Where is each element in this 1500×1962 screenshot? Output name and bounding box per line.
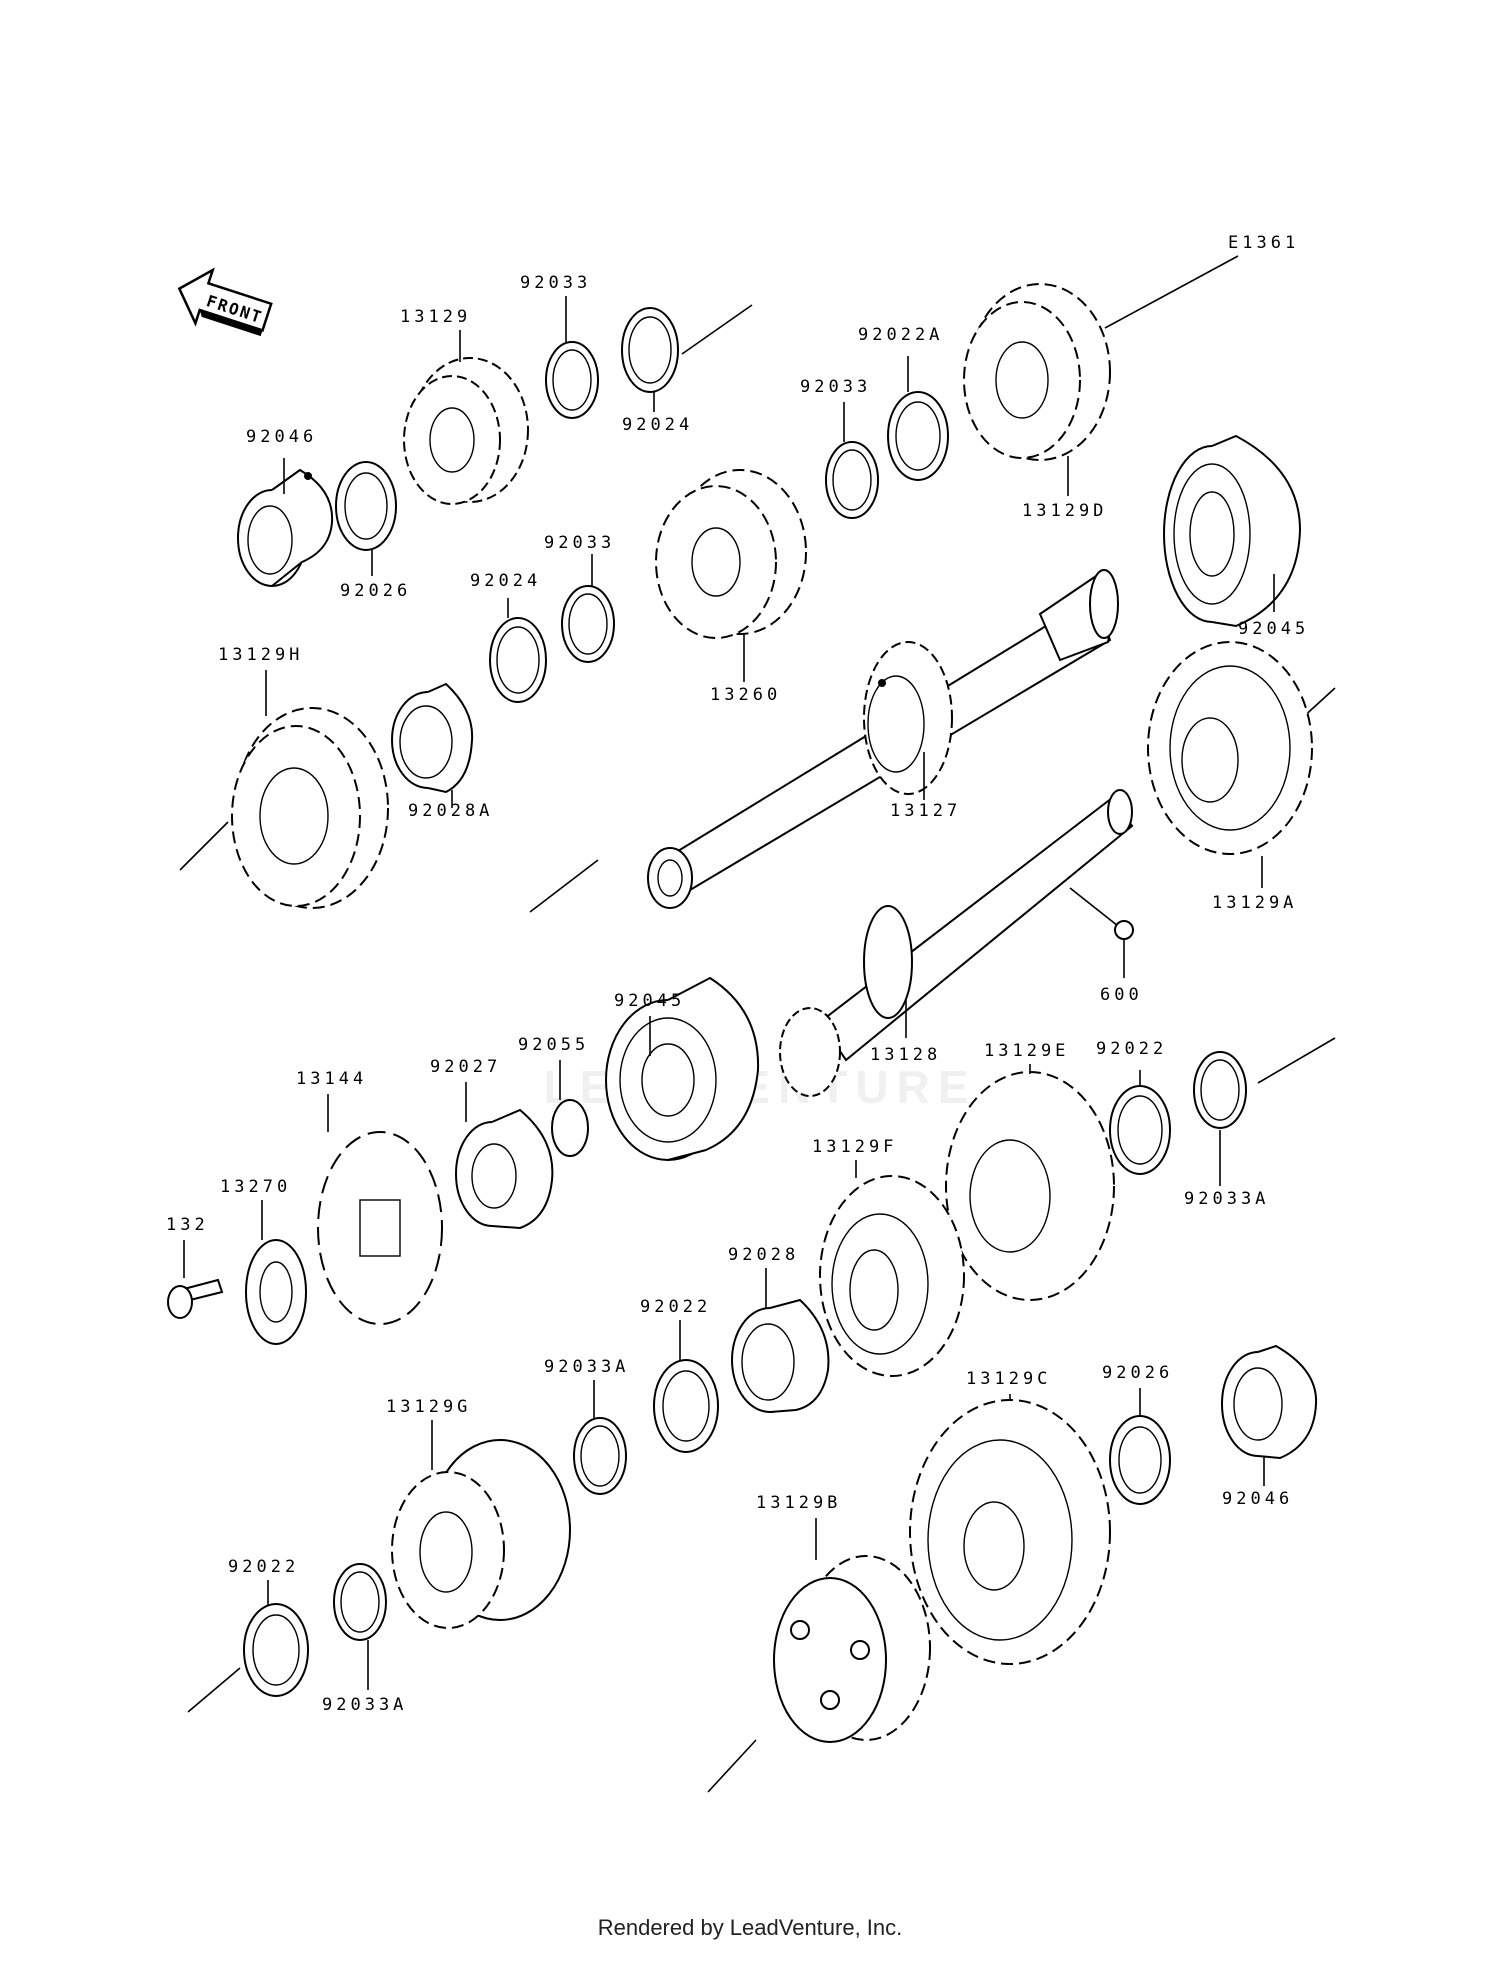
label-92033-top: 92033: [520, 273, 591, 293]
label-92028A: 92028A: [408, 801, 493, 821]
label-92022A: 92022A: [858, 325, 943, 345]
part-13129C-gear[interactable]: [909, 1399, 1111, 1665]
part-92022-bushing-left[interactable]: [243, 1603, 309, 1697]
label-92046-bottom: 92046: [1222, 1489, 1293, 1509]
part-13129B-gear[interactable]: [773, 1555, 931, 1743]
label-13129B: 13129B: [756, 1493, 841, 1513]
part-13270-plate[interactable]: [245, 1239, 307, 1345]
label-13128: 13128: [870, 1045, 941, 1065]
part-13128-shaft[interactable]: [779, 789, 1134, 1097]
part-13129H-gear[interactable]: [231, 707, 389, 909]
part-13129G-gear[interactable]: [391, 1439, 571, 1629]
label-13129E: 13129E: [984, 1041, 1069, 1061]
part-92026-washer[interactable]: [335, 461, 397, 551]
label-92022-mid: 92022: [640, 1297, 711, 1317]
part-92045-bearing-mid[interactable]: [605, 976, 760, 1161]
label-13129: 13129: [400, 307, 471, 327]
part-92022-bushing-right[interactable]: [1109, 1085, 1171, 1175]
label-92026-top: 92026: [340, 581, 411, 601]
label-92027: 92027: [430, 1057, 501, 1077]
part-13129D-gear[interactable]: [963, 283, 1111, 461]
label-92028: 92028: [728, 1245, 799, 1265]
ref-code: E1361: [1228, 233, 1299, 253]
label-13129H: 13129H: [218, 645, 303, 665]
part-92033A-circlip-left[interactable]: [333, 1563, 387, 1641]
label-92045-right: 92045: [1238, 619, 1309, 639]
label-13260: 13260: [710, 685, 781, 705]
label-92046-top: 92046: [246, 427, 317, 447]
label-92033A-mid: 92033A: [544, 1357, 629, 1377]
label-92022-right: 92022: [1096, 1039, 1167, 1059]
part-92024-washer-top[interactable]: [621, 307, 679, 393]
part-92024-washer-b[interactable]: [489, 617, 547, 703]
part-600-ball[interactable]: [1114, 920, 1134, 940]
label-92024-b: 92024: [470, 571, 541, 591]
footer-credit: Rendered by LeadVenture, Inc.: [597, 1915, 903, 1940]
label-92022-left: 92022: [228, 1557, 299, 1577]
label-13129A: 13129A: [1212, 893, 1297, 913]
part-92028-bushing[interactable]: [731, 1298, 830, 1413]
part-labels: 92033 13129 92024 92046 92026 92022A 920…: [166, 273, 1309, 1715]
label-13129F: 13129F: [812, 1137, 897, 1157]
label-92024-top: 92024: [622, 415, 693, 435]
label-600: 600: [1100, 985, 1143, 1005]
part-13144-sprocket[interactable]: [317, 1131, 443, 1325]
label-92033-b: 92033: [544, 533, 615, 553]
part-92028A-bushing[interactable]: [391, 682, 474, 794]
label-92033-mid: 92033: [800, 377, 871, 397]
part-92022A-bushing[interactable]: [887, 391, 949, 481]
part-13129A-gear[interactable]: [1147, 641, 1313, 855]
label-92033A-right: 92033A: [1184, 1189, 1269, 1209]
leader-lines: [183, 296, 1275, 1690]
part-13129E-gear[interactable]: [945, 1071, 1115, 1301]
part-92055-oring[interactable]: [551, 1099, 589, 1157]
part-132-bolt[interactable]: [167, 1278, 224, 1319]
label-13144: 13144: [296, 1069, 367, 1089]
part-13129F-gear[interactable]: [819, 1175, 965, 1377]
part-92046-needle-bearing[interactable]: [1221, 1344, 1318, 1460]
part-92033-circlip-mid[interactable]: [825, 441, 879, 519]
part-92027-collar[interactable]: [455, 1108, 554, 1230]
label-92045-mid: 92045: [614, 991, 685, 1011]
part-92026-washer-bottom[interactable]: [1109, 1415, 1171, 1505]
part-13260-gear[interactable]: [655, 469, 807, 639]
assembly-axis-lines: [179, 255, 1336, 1793]
part-13127-shaft[interactable]: [647, 569, 1119, 909]
label-132: 132: [166, 1215, 209, 1235]
label-92026-bottom: 92026: [1102, 1363, 1173, 1383]
label-13270: 13270: [220, 1177, 291, 1197]
part-92045-bearing-right[interactable]: [1163, 434, 1302, 628]
part-92022-bushing-mid[interactable]: [653, 1359, 719, 1453]
part-92033A-circlip-mid[interactable]: [573, 1417, 627, 1495]
label-13129G: 13129G: [386, 1397, 471, 1417]
part-92033-circlip-b[interactable]: [561, 585, 615, 663]
label-92055: 92055: [518, 1035, 589, 1055]
part-13129-gear[interactable]: [403, 357, 529, 505]
part-92033A-circlip-right[interactable]: [1193, 1051, 1247, 1129]
label-13129D: 13129D: [1022, 501, 1107, 521]
part-92033-circlip-top[interactable]: [545, 341, 599, 419]
label-13127: 13127: [890, 801, 961, 821]
part-92046-collar[interactable]: [237, 468, 334, 587]
label-13129C: 13129C: [966, 1369, 1051, 1389]
label-92033A-left: 92033A: [322, 1695, 407, 1715]
front-arrow-icon: FRONT: [177, 267, 273, 337]
